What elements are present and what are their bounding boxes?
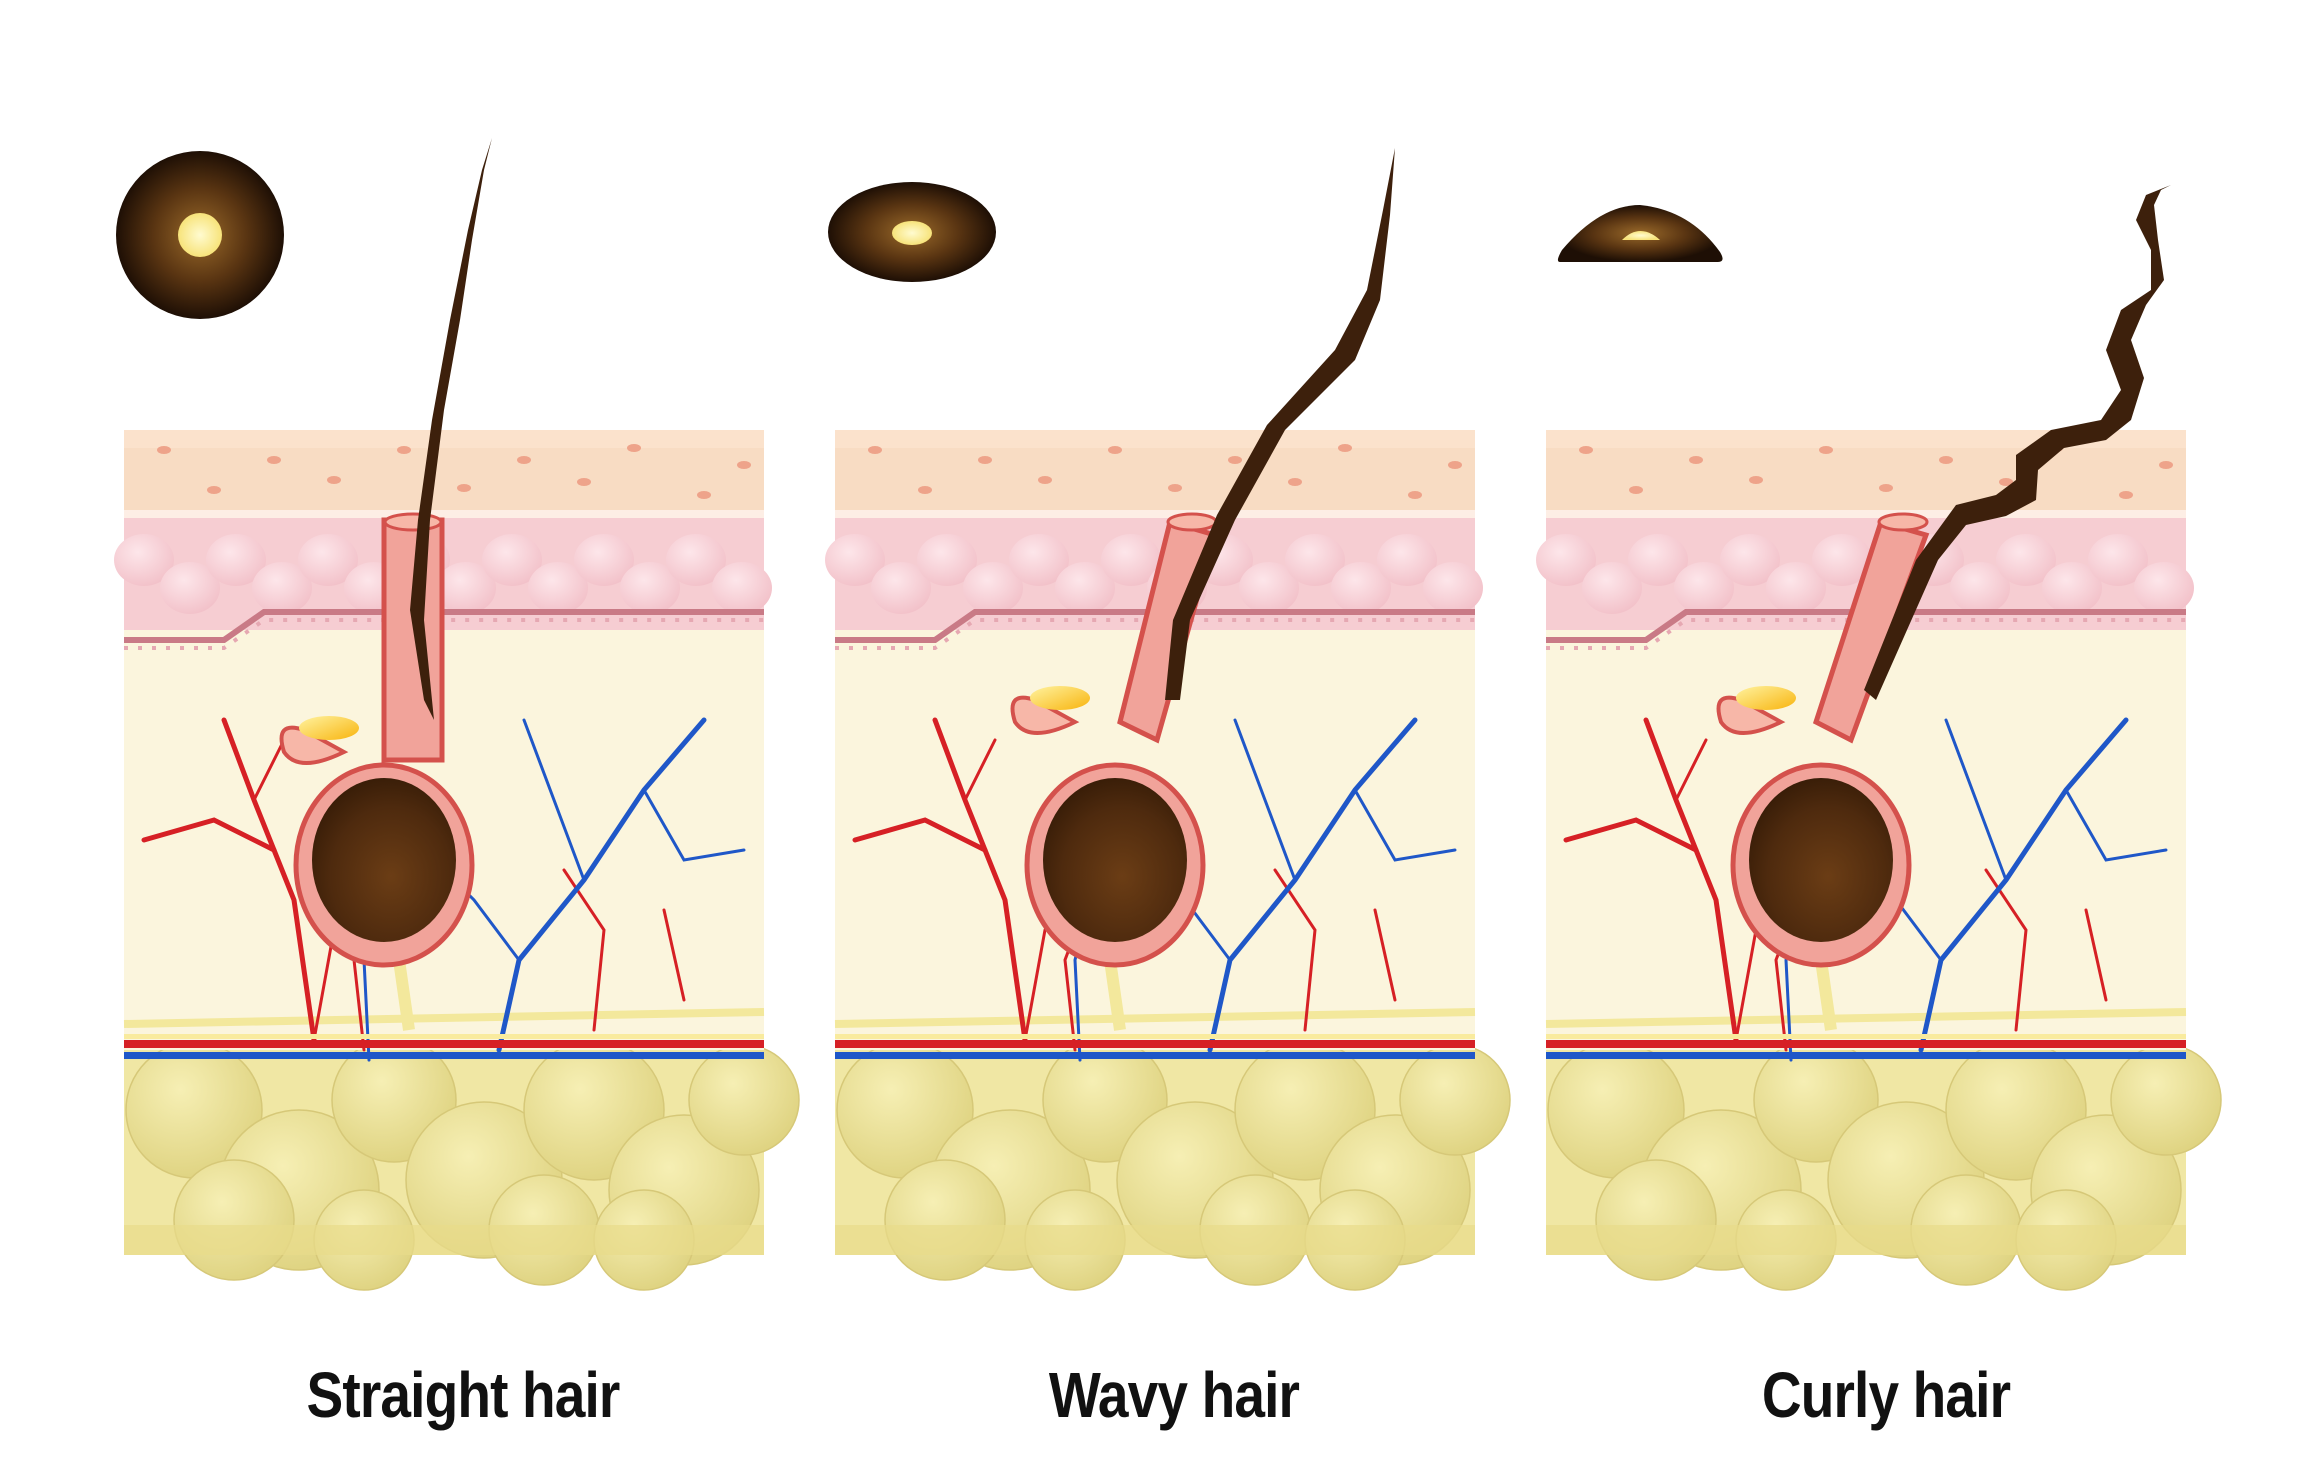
- caption-straight-hair: Straight hair: [306, 1359, 621, 1431]
- hair-bulb: [1043, 778, 1187, 942]
- vein-line: [835, 1052, 1475, 1059]
- basal-membrane: [1546, 609, 2186, 643]
- panel-straight: [114, 138, 800, 1291]
- hair-follicle: [279, 512, 475, 968]
- follicle-opening: [383, 512, 443, 532]
- basal-membrane: [124, 609, 764, 643]
- panel-wavy: [825, 148, 1511, 1291]
- caption-wavy-hair: Wavy hair: [1048, 1359, 1300, 1431]
- nerve-line: [834, 1008, 1476, 1028]
- artery-line: [1546, 1040, 2186, 1048]
- hair-shaft: [410, 138, 492, 720]
- panel-curly: [1536, 185, 2222, 1291]
- follicle-opening: [1166, 512, 1218, 532]
- nerve-line: [123, 1008, 765, 1028]
- hair-bulb: [312, 778, 456, 942]
- root-sheath: [381, 517, 445, 763]
- caption-curly-hair: Curly hair: [1761, 1359, 2011, 1431]
- sebum: [299, 716, 359, 740]
- medulla-core: [1622, 231, 1660, 240]
- hair-shaft: [1165, 148, 1395, 700]
- artery-line: [124, 1040, 764, 1048]
- nerve-line: [1545, 1008, 2187, 1028]
- hair-shaft: [1864, 185, 2171, 700]
- sebaceous-gland: [279, 725, 349, 765]
- medulla-core: [178, 213, 222, 257]
- vein-line: [124, 1052, 764, 1059]
- artery-line: [835, 1040, 1475, 1048]
- sebaceous-gland: [1010, 695, 1080, 735]
- hair-bulb: [1749, 778, 1893, 942]
- sebum: [1030, 686, 1090, 710]
- vein-line: [1546, 1052, 2186, 1059]
- skin-cells: [1536, 534, 2194, 614]
- hair-follicle: [1716, 512, 1930, 968]
- sebaceous-gland: [1716, 695, 1786, 735]
- sebum: [1736, 686, 1796, 710]
- medulla-core: [892, 221, 932, 245]
- fat-cells: [125, 1037, 800, 1291]
- follicle-opening: [1877, 512, 1929, 532]
- hair-follicle: [1010, 512, 1219, 968]
- basal-membrane: [835, 609, 1475, 643]
- skin-cells: [114, 534, 772, 614]
